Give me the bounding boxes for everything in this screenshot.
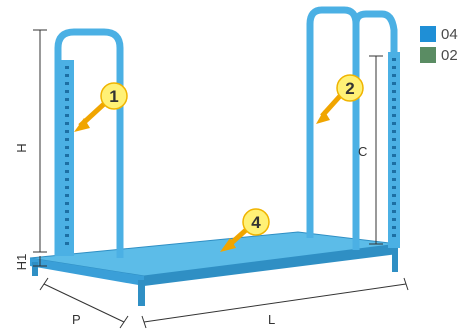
- callout-4: 4: [220, 208, 270, 252]
- callout-1: 1: [74, 82, 128, 132]
- leg-front-middle: [138, 280, 145, 306]
- slot-hole: [392, 234, 396, 237]
- slot-hole: [65, 242, 69, 245]
- slot-hole: [392, 202, 396, 205]
- slot-hole: [65, 74, 69, 77]
- slot-hole: [65, 178, 69, 181]
- slot-hole: [392, 74, 396, 77]
- slot-hole: [392, 146, 396, 149]
- legend-label-04: 04: [441, 25, 458, 43]
- slot-hole: [65, 138, 69, 141]
- callout-2-label: 2: [345, 79, 354, 98]
- slot-hole: [65, 90, 69, 93]
- slot-hole: [392, 154, 396, 157]
- slot-hole: [65, 66, 69, 69]
- slot-hole: [392, 122, 396, 125]
- slot-hole: [65, 98, 69, 101]
- slot-hole: [392, 58, 396, 61]
- slot-hole: [65, 82, 69, 85]
- slot-hole: [65, 218, 69, 221]
- legend-swatch-04: [420, 26, 436, 42]
- slot-hole: [392, 210, 396, 213]
- dim-l-label: L: [268, 312, 275, 327]
- callout-1-label: 1: [109, 87, 118, 106]
- slot-hole: [392, 130, 396, 133]
- dimension-lines: [33, 29, 409, 329]
- slot-hole: [65, 194, 69, 197]
- dim-p-label: P: [72, 312, 81, 327]
- slot-hole: [392, 162, 396, 165]
- slot-hole: [392, 98, 396, 101]
- slot-hole: [65, 210, 69, 213]
- base-shelf: [29, 231, 399, 306]
- slot-hole: [392, 138, 396, 141]
- slot-hole: [65, 146, 69, 149]
- legend-label-02: 02: [441, 46, 458, 64]
- slot-hole: [392, 170, 396, 173]
- slot-hole: [65, 154, 69, 157]
- dim-c-label: C: [358, 144, 367, 159]
- shelf-front-edge: [30, 258, 144, 286]
- dim-p-line: [43, 283, 125, 323]
- slot-hole: [65, 226, 69, 229]
- legend-item-04: 04: [420, 25, 458, 43]
- color-legend: 04 02: [420, 25, 458, 64]
- slot-hole: [392, 186, 396, 189]
- right-top-bar: [352, 10, 398, 52]
- slot-hole: [65, 186, 69, 189]
- dim-l-line: [143, 283, 407, 323]
- slot-hole: [392, 66, 396, 69]
- slot-hole: [392, 178, 396, 181]
- slot-hole: [65, 162, 69, 165]
- callout-4-label: 4: [251, 213, 261, 232]
- slot-hole: [65, 130, 69, 133]
- legend-swatch-02: [420, 47, 436, 63]
- slot-hole: [65, 114, 69, 117]
- leg-front-left: [32, 262, 38, 276]
- callout-2: 2: [316, 74, 364, 124]
- slot-hole: [392, 226, 396, 229]
- shelf-right-edge: [144, 244, 398, 286]
- slot-hole: [392, 194, 396, 197]
- slot-hole: [392, 218, 396, 221]
- slot-hole: [392, 90, 396, 93]
- legend-item-02: 02: [420, 46, 458, 64]
- right-upright: [306, 6, 360, 250]
- left-upright-back: [54, 28, 124, 258]
- slot-hole: [65, 106, 69, 109]
- slot-hole: [65, 202, 69, 205]
- dimension-labels: H H1 C P L: [14, 143, 367, 327]
- leg-right: [392, 250, 398, 272]
- slot-hole: [65, 170, 69, 173]
- slot-hole: [65, 122, 69, 125]
- right-front-post: [388, 52, 400, 248]
- slot-hole: [392, 114, 396, 117]
- dim-h-label: H: [14, 143, 29, 152]
- slot-hole: [65, 234, 69, 237]
- left-front-post: [61, 60, 74, 256]
- dim-h1-label: H1: [14, 254, 29, 271]
- slot-hole: [392, 106, 396, 109]
- slot-hole: [392, 82, 396, 85]
